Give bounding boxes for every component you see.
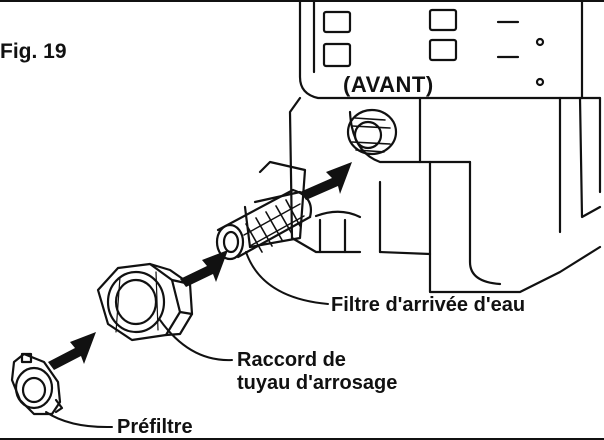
leader-inlet-filter	[245, 251, 329, 305]
arrow-to-connector	[48, 332, 96, 370]
arrow-to-filter	[180, 250, 228, 287]
assembly-arrows	[48, 162, 352, 370]
front-callout: (AVANT)	[343, 72, 434, 97]
leader-hose-connector	[159, 319, 233, 362]
hose-connector-label-line1: Raccord de	[237, 349, 346, 371]
hose-connector-label-line2: tuyau d'arrosage	[237, 372, 398, 394]
prefilter-part	[10, 352, 64, 416]
hose-connector-part	[96, 262, 194, 342]
arrow-to-inlet	[300, 162, 352, 200]
hose-connector-label: Raccord de tuyau d'arrosage	[237, 349, 397, 395]
inlet-filter-label: Filtre d'arrivée d'eau	[331, 294, 526, 316]
figure-label: Fig. 19	[0, 40, 67, 63]
inlet-filter-part	[215, 188, 312, 261]
pressure-washer-body	[243, 2, 602, 294]
leader-prefilter	[45, 411, 113, 429]
prefilter-label: Préfiltre	[117, 416, 193, 438]
leader-lines	[45, 251, 329, 429]
